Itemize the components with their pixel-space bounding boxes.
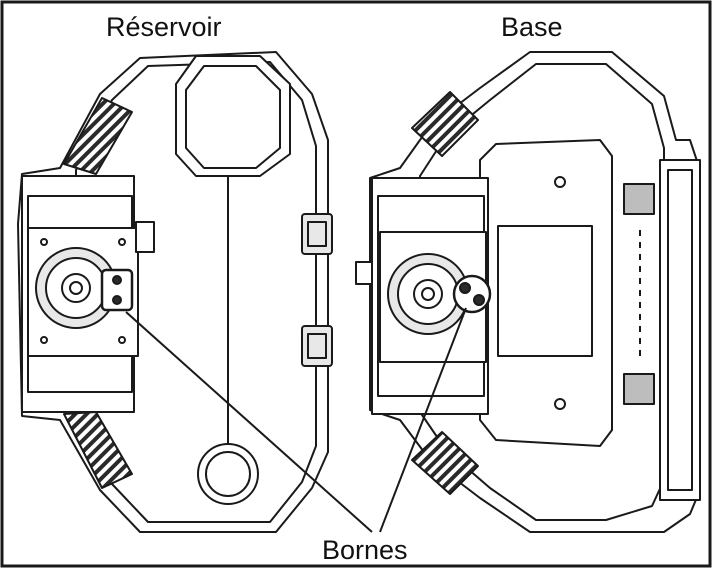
base-terminal-highlight (452, 274, 492, 314)
base-grip-top (411, 91, 479, 157)
terminals-callout-lines (125, 307, 467, 533)
reservoir-terminal-block (100, 268, 134, 312)
base-side-rail (659, 159, 701, 501)
reservoir-knob-bottom (301, 325, 333, 367)
callout-line-reservoir (125, 311, 373, 533)
base-label: Base (501, 12, 563, 42)
base-grip-bottom (411, 431, 479, 495)
terminals-label: Bornes (322, 535, 408, 565)
base-label-window (497, 225, 593, 357)
base-latch-top (623, 183, 655, 215)
reservoir-inner-shell (75, 61, 317, 523)
base-latch-bottom (623, 373, 655, 405)
base-drawing (355, 51, 701, 533)
reservoir-label: Réservoir (106, 12, 222, 42)
reservoir-grip-top (63, 97, 133, 175)
reservoir-knob-top (301, 213, 333, 255)
reservoir-drawing (17, 51, 333, 533)
callout-line-base (379, 307, 467, 533)
reservoir-filler-cap (175, 55, 291, 177)
